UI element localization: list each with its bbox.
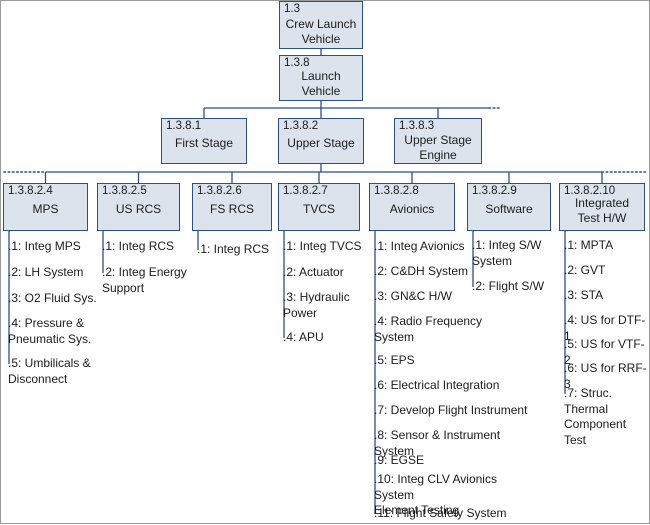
node-title: Launch Vehicle: [301, 69, 341, 98]
wbs-item: .5: EPS: [374, 353, 415, 367]
node-title: First Stage: [174, 136, 234, 150]
wbs-item: .2: Integ Energy Support: [102, 265, 187, 295]
node-title: MPS: [32, 202, 59, 216]
node-title: Integrated Test H/W: [574, 196, 630, 225]
node-code: 1.3.8.2.10: [564, 185, 616, 197]
wbs-item: .2: GVT: [564, 263, 606, 277]
wbs-item: .4: APU: [283, 330, 324, 344]
node-us-rcs: 1.3.8.2.5 US RCS: [97, 183, 180, 231]
node-title: US RCS: [115, 202, 162, 216]
wbs-item: .5: Umbilicals & Disconnect: [8, 356, 91, 386]
node-fs-rcs: 1.3.8.2.6 FS RCS: [192, 183, 272, 231]
node-code: 1.3.8: [284, 57, 310, 69]
wbs-item: .10: Integ CLV Avionics System Element T…: [374, 472, 497, 517]
node-title: Upper Stage Engine: [404, 133, 472, 162]
wbs-item: .1: Integ RCS: [102, 239, 175, 253]
wbs-item: .2: Actuator: [283, 265, 344, 279]
wbs-item: .1: MPTA: [564, 238, 614, 252]
wbs-item: .4: Pressure & Pneumatic Sys.: [8, 316, 92, 346]
wbs-item: .6: Electrical Integration: [374, 378, 500, 392]
node-code: 1.3.8.2.5: [102, 185, 147, 197]
node-title: TVCS: [302, 202, 335, 216]
wbs-item: .11: Flight Safety System: [374, 506, 507, 520]
wbs-item: .7: Struc. Thermal Component Test: [564, 386, 627, 447]
wbs-item: .7: Develop Flight Instrument: [374, 403, 528, 417]
node-title: Upper Stage: [287, 136, 355, 150]
wbs-item: .6: US for RRF-3: [564, 361, 647, 391]
node-code: 1.3.8.1: [166, 120, 202, 132]
node-code: 1.3.8.3: [399, 120, 435, 132]
node-title: FS RCS: [209, 202, 254, 216]
wbs-item: .3: O2 Fluid Sys.: [8, 291, 97, 305]
wbs-item: .9: EGSE: [374, 453, 425, 467]
wbs-item: .1: Integ Avionics: [374, 239, 465, 253]
node-title: Software: [485, 202, 533, 216]
wbs-item: .1: Integ MPS: [8, 239, 81, 253]
node-code: 1.3.8.2.6: [197, 185, 242, 197]
wbs-item: .3: STA: [564, 288, 604, 302]
wbs-item: .3: Hydraulic Power: [283, 290, 350, 320]
wbs-item: .1: Integ TVCS: [283, 239, 362, 253]
node-code: 1.3.8.2.8: [374, 185, 419, 197]
wbs-item: .4: Radio Frequency System: [374, 314, 483, 344]
node-code: 1.3.8.2.4: [8, 185, 53, 197]
node-code: 1.3.8.2.7: [283, 185, 328, 197]
wbs-item: .2: LH System: [8, 265, 84, 279]
wbs-item: .1: Integ S/W System: [472, 238, 542, 268]
wbs-item: .8: Sensor & Instrument System: [374, 428, 501, 458]
wbs-item: .1: Integ RCS: [197, 242, 270, 256]
wbs-item: .2: Flight S/W: [472, 279, 545, 293]
wbs-item: .5: US for VTF-2: [564, 337, 645, 367]
node-title: Crew Launch Vehicle: [285, 17, 357, 46]
wbs-item: .3: GN&C H/W: [374, 289, 453, 303]
node-code: 1.3.8.2: [283, 120, 319, 132]
node-code: 1.3.8.2.9: [472, 185, 517, 197]
wbs-item: .4: US for DTF-1: [564, 313, 646, 343]
wbs-item: .2: C&DH System: [374, 264, 469, 278]
node-title: Avionics: [389, 202, 435, 216]
node-code: 1.3: [284, 3, 300, 15]
